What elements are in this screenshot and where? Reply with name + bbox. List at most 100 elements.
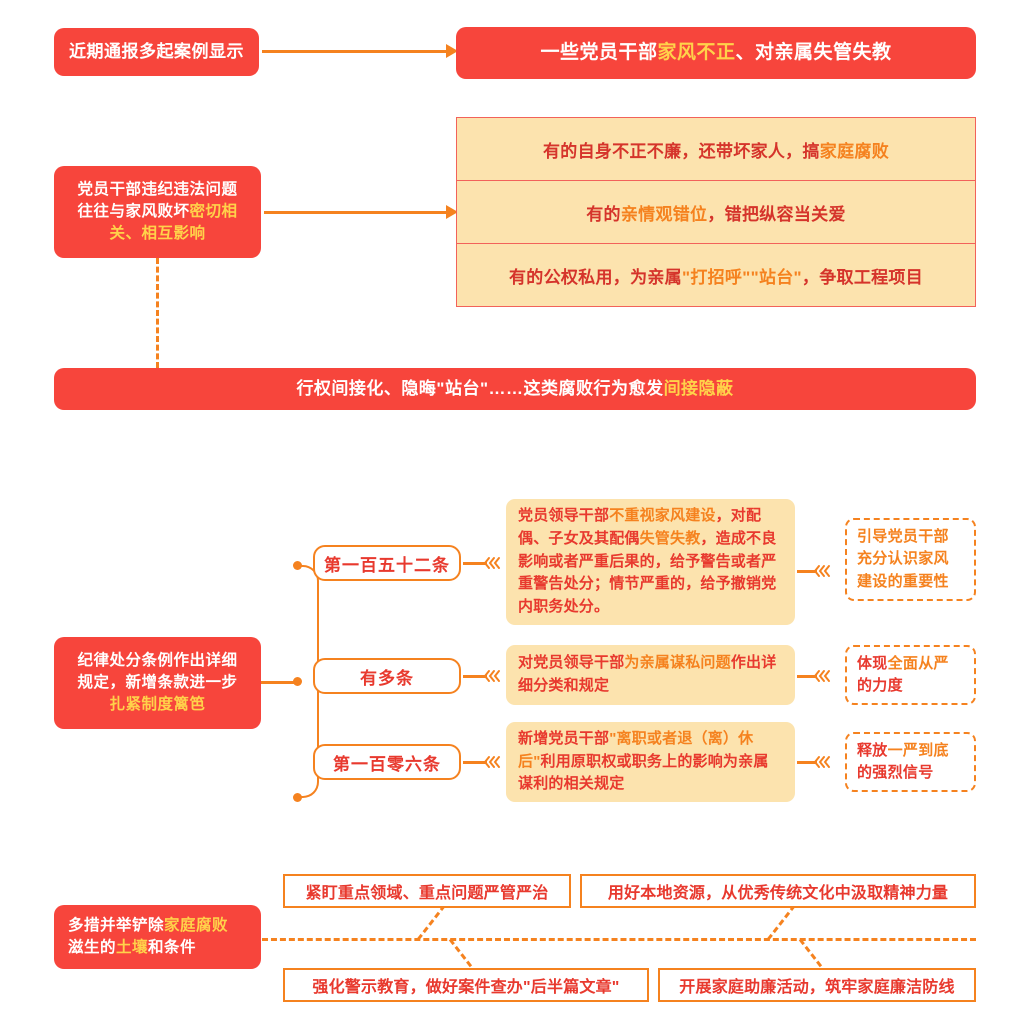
chevron-left-icon-1	[483, 557, 500, 569]
measure-box-4: 开展家庭助廉活动，筑牢家庭廉洁防线	[658, 968, 976, 1002]
detail-2-hl-1: 为亲属谋私问题	[624, 654, 731, 672]
detail-3-hl-1: "离职或者退（离）休后"	[518, 729, 754, 770]
chevron-left-icon-2	[483, 670, 500, 682]
detail-1-hl-2: 失管失教	[639, 529, 701, 547]
regulation-line-2: 规定，新增条款进一步	[77, 674, 238, 691]
detail-3-pre: 新增党员干部	[518, 729, 610, 747]
source-label-box: 近期通报多起案例显示	[54, 28, 259, 76]
connector-detail-outcome-2	[797, 675, 817, 678]
manifestation-item-1: 有的自身不正不廉，还带坏家人，搞家庭腐败	[456, 117, 976, 181]
measure-box-2: 用好本地资源，从优秀传统文化中汲取精神力量	[580, 874, 976, 908]
manifestation-2-post: ，错把纵容当关爱	[707, 204, 846, 224]
manifestation-1-highlight: 家庭腐败	[819, 141, 889, 161]
outcome-box-1: 引导党员干部充分认识家风建设的重要性	[845, 518, 976, 601]
connector-detail-outcome-3	[797, 761, 817, 764]
article-pill-3-label: 第一百零六条	[333, 754, 441, 774]
arrow-head-right-1	[446, 44, 458, 58]
measures-box: 多措并举铲除家庭腐败 滋生的土壤和条件	[54, 905, 261, 969]
detail-2-pre: 对党员领导干部	[518, 654, 625, 672]
detail-1-pre: 党员领导干部	[518, 507, 610, 525]
outcome-3-pre: 释放	[857, 741, 888, 759]
outcome-1-label: 引导党员干部充分认识家风建设的重要性	[857, 527, 949, 590]
outcome-2-highlight: 全面从严	[887, 654, 949, 672]
measures-line-1-highlight: 家庭腐败	[164, 917, 229, 934]
connector-source-to-banner	[262, 50, 452, 53]
outcome-1-text: 引导党员干部充分认识家风建设的重要性	[857, 526, 964, 594]
article-pill-2-label: 有多条	[360, 668, 414, 688]
outcome-2-text: 体现全面从严的力度	[857, 653, 964, 698]
cause-line-2: 往往与家风败坏	[77, 203, 190, 220]
summary-highlight: 间接隐蔽	[663, 378, 734, 398]
manifestation-item-2: 有的亲情观错位，错把纵容当关爱	[456, 180, 976, 244]
manifestation-3-highlight: "打招呼""站台"	[681, 267, 802, 287]
bracket-stem	[261, 681, 297, 684]
summary-banner: 行权间接化、隐晦"站台"……这类腐败行为愈发间接隐蔽	[54, 368, 976, 410]
source-label-text: 近期通报多起案例显示	[69, 41, 244, 61]
chevron-left-icon-6	[813, 756, 830, 768]
measures-line-2-pre: 滋生的	[68, 939, 117, 956]
connector-pill-detail-3	[463, 761, 487, 764]
measures-line-1-pre: 多措并举铲除	[68, 917, 165, 934]
outcome-3-highlight: 一严到底	[887, 741, 949, 759]
article-detail-2: 对党员领导干部为亲属谋私问题作出详细分类和规定	[506, 645, 795, 705]
outcome-3-text: 释放一严到底的强烈信号	[857, 740, 964, 785]
cause-line-1: 党员干部违纪违法问题	[77, 181, 238, 198]
outcome-3-post: 的强烈信号	[857, 764, 934, 781]
connector-pill-detail-2	[463, 675, 487, 678]
detail-3-mid: 利用原职权或职务上的影响为亲属谋利的相关规定	[518, 752, 769, 793]
detail-1-mid: ，对配偶、子女及其配偶	[518, 507, 762, 547]
bracket-dot-2	[293, 677, 302, 686]
measure-3-label: 强化警示教育，做好案件查办"后半篇文章"	[312, 979, 620, 996]
cause-line-2-wrap: 往往与家风败坏密切相	[77, 201, 237, 223]
measure-2-label: 用好本地资源，从优秀传统文化中汲取精神力量	[607, 885, 949, 902]
summary-pre: 行权间接化、隐晦"站台"……这类腐败行为愈发	[296, 378, 664, 398]
measures-line-2-post: 和条件	[148, 939, 197, 956]
chevron-left-icon-5	[813, 670, 830, 682]
detail-1-hl-1: 不重视家风建设	[609, 507, 716, 525]
cause-box: 党员干部违纪违法问题 往往与家风败坏密切相 关、相互影响	[54, 166, 261, 258]
connector-cause-to-summary	[156, 258, 159, 368]
article-pill-1[interactable]: 第一百五十二条	[313, 545, 461, 581]
article-pill-2[interactable]: 有多条	[313, 658, 461, 694]
headline-highlight: 家风不正	[657, 41, 736, 63]
measure-box-1: 紧盯重点领域、重点问题严管严治	[283, 874, 571, 908]
measure-box-3: 强化警示教育，做好案件查办"后半篇文章"	[283, 968, 649, 1002]
cause-highlight-1: 密切相	[189, 203, 238, 220]
article-pill-3[interactable]: 第一百零六条	[313, 744, 461, 780]
regulation-box: 纪律处分条例作出详细 规定，新增条款进一步 扎紧制度篱笆	[54, 637, 261, 729]
manifestation-3-post: ，争取工程项目	[801, 267, 924, 287]
outcome-2-post: 的力度	[857, 677, 903, 694]
measures-line-2-highlight: 土壤	[116, 939, 149, 956]
headline-pre: 一些党员干部	[540, 41, 658, 63]
outcome-box-3: 释放一严到底的强烈信号	[845, 732, 976, 792]
connector-pill-detail-1	[463, 562, 487, 565]
article-detail-3: 新增党员干部"离职或者退（离）休后"利用原职权或职务上的影响为亲属谋利的相关规定	[506, 722, 795, 802]
chevron-left-icon-3	[483, 756, 500, 768]
measures-line-1: 多措并举铲除家庭腐败	[68, 915, 228, 937]
bracket-dot-3	[293, 793, 302, 802]
manifestation-item-3: 有的公权私用，为亲属"打招呼""站台"，争取工程项目	[456, 243, 976, 307]
bracket-dot-1	[293, 561, 302, 570]
headline-post: 、对亲属失管失教	[735, 41, 892, 63]
manifestation-2-pre: 有的	[586, 204, 621, 224]
outcome-2-pre: 体现	[857, 654, 888, 672]
chevron-left-icon-4	[813, 565, 830, 577]
headline-banner: 一些党员干部家风不正、对亲属失管失教	[456, 27, 976, 79]
measures-spine	[262, 938, 976, 941]
article-pill-1-label: 第一百五十二条	[324, 555, 450, 575]
article-detail-3-text: 新增党员干部"离职或者退（离）休后"利用原职权或职务上的影响为亲属谋利的相关规定	[518, 728, 783, 796]
manifestation-1-pre: 有的自身不正不廉，还带坏家人，搞	[542, 141, 820, 161]
article-detail-2-text: 对党员领导干部为亲属谋私问题作出详细分类和规定	[518, 652, 783, 698]
outcome-box-2: 体现全面从严的力度	[845, 645, 976, 705]
detail-2-mid: 作出详细分类和规定	[518, 654, 777, 694]
manifestation-3-pre: 有的公权私用，为亲属	[508, 267, 682, 287]
measure-4-label: 开展家庭助廉活动，筑牢家庭廉洁防线	[679, 979, 955, 996]
arrow-head-right-2	[446, 205, 458, 219]
measure-1-label: 紧盯重点领域、重点问题严管严治	[305, 885, 549, 902]
detail-1-post: ，造成不良影响或者严重后果的，给予警告或者严重警告处分；情节严重的，给予撤销党内…	[518, 529, 777, 616]
regulation-line-1: 纪律处分条例作出详细	[77, 652, 238, 669]
connector-detail-outcome-1	[797, 570, 817, 573]
measures-line-2: 滋生的土壤和条件	[68, 937, 196, 959]
cause-highlight-2: 关、相互影响	[109, 225, 206, 242]
